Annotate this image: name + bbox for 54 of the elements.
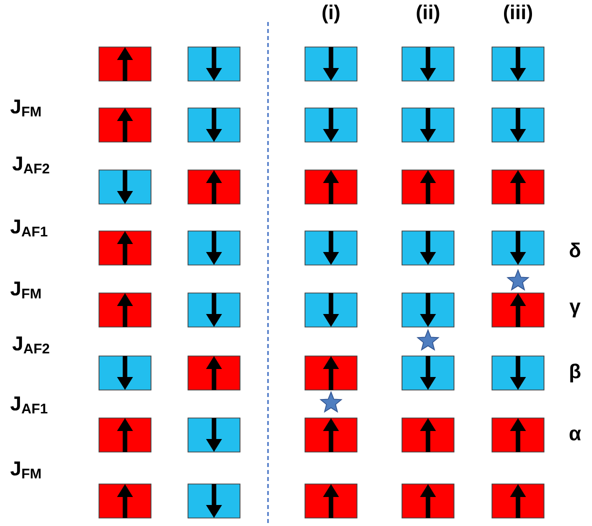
column-label: (ii) xyxy=(416,4,440,24)
spin-down-box xyxy=(188,292,240,328)
spin-down-box xyxy=(188,230,240,266)
spin-down-box xyxy=(304,46,358,82)
column-label: (iii) xyxy=(504,4,532,24)
spin-up-box xyxy=(98,418,152,452)
spin-up-box xyxy=(304,356,358,390)
spin-up-box xyxy=(492,170,544,204)
coupling-label: J$_{FM}$ xyxy=(10,462,41,478)
coupling-label: J$_{AF1}$ xyxy=(10,396,48,414)
spin-down-box xyxy=(402,292,454,328)
spin-up-box xyxy=(98,230,152,266)
spin-up-box xyxy=(402,418,454,452)
spin-up-box xyxy=(98,108,152,142)
spin-down-box xyxy=(492,108,544,142)
spin-down-box xyxy=(402,108,454,142)
coupling-label: J$_{AF1}$ xyxy=(10,220,48,236)
spin-down-box xyxy=(304,230,358,266)
coupling-label: J$_{AF2}$ xyxy=(12,336,50,354)
site-label: δ xyxy=(570,242,580,258)
spin-up-box xyxy=(98,484,152,518)
spin-down-box xyxy=(98,170,152,204)
spin-up-box xyxy=(188,170,240,204)
spin-up-box xyxy=(402,170,454,204)
spin-up-box xyxy=(492,484,544,518)
spin-up-box xyxy=(492,418,544,452)
spin-down-box xyxy=(492,230,544,266)
coupling-label: J$_{FM}$ xyxy=(10,282,41,298)
spin-down-box xyxy=(188,46,240,82)
spin-up-box xyxy=(402,484,454,518)
coupling-label: J$_{FM}$ xyxy=(10,100,41,116)
coupling-label: J$_{AF2}$ xyxy=(12,156,50,174)
spin-down-box xyxy=(402,356,454,390)
spin-down-box xyxy=(188,108,240,142)
spin-down-box xyxy=(304,108,358,142)
spin-down-box xyxy=(492,46,544,82)
spin-down-box xyxy=(188,418,240,452)
spin-up-box xyxy=(98,46,152,82)
spin-up-box xyxy=(304,484,358,518)
spin-down-box xyxy=(98,356,152,390)
column-label: (i) xyxy=(322,4,340,24)
site-label: β xyxy=(570,364,580,382)
site-label: γ xyxy=(570,302,580,318)
spin-down-box xyxy=(402,46,454,82)
spin-up-box xyxy=(304,170,358,204)
spin-down-box xyxy=(188,484,240,518)
spin-up-box xyxy=(492,292,544,328)
spin-down-box xyxy=(402,230,454,266)
spin-down-box xyxy=(492,356,544,390)
site-label: α xyxy=(570,430,581,440)
spin-down-box xyxy=(304,292,358,328)
spin-up-box xyxy=(188,356,240,390)
spin-up-box xyxy=(98,292,152,328)
spin-up-box xyxy=(304,418,358,452)
